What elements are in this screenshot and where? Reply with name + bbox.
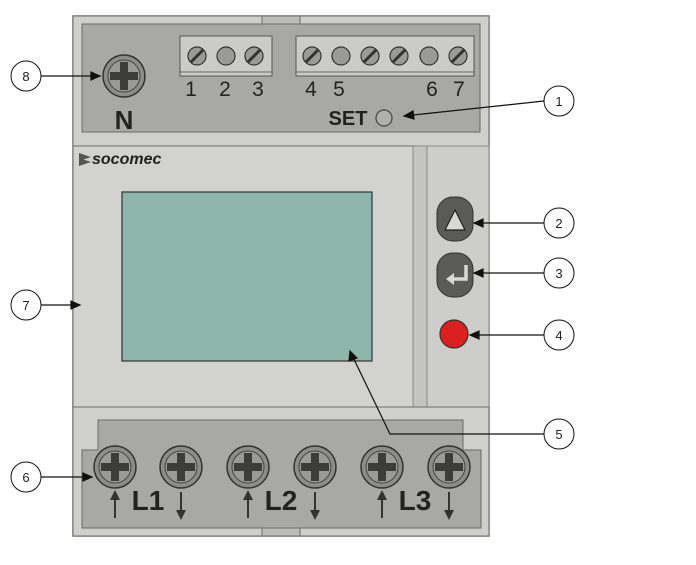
terminal-label-7: 7 xyxy=(453,78,465,101)
callout-7: 7 xyxy=(10,289,42,321)
terminal-hole-2 xyxy=(216,46,236,66)
up-button[interactable] xyxy=(436,196,474,242)
arrow-up-icon xyxy=(377,490,387,518)
neutral-screw-icon xyxy=(102,54,146,98)
phase-screw-5-icon xyxy=(360,445,404,489)
leader-line-5 xyxy=(349,350,544,435)
terminal-label-1: 1 xyxy=(185,78,197,101)
enter-arrow-icon xyxy=(446,265,468,285)
terminal-hole-5 xyxy=(331,46,351,66)
leader-line-1 xyxy=(403,100,545,117)
brand-name: socomec xyxy=(92,151,161,168)
callout-4: 4 xyxy=(543,319,575,351)
svg-text:7: 7 xyxy=(22,298,29,313)
terminal-hole-6 xyxy=(419,46,439,66)
terminal-label-4: 4 xyxy=(305,78,317,101)
phase-screw-1-icon xyxy=(93,445,137,489)
phase-screw-6-icon xyxy=(427,445,471,489)
phase-screw-4-icon xyxy=(293,445,337,489)
terminal-screw-7 xyxy=(448,46,468,66)
bottom-notch xyxy=(261,527,301,537)
terminal-screw-4 xyxy=(302,46,322,66)
callout-8: 8 xyxy=(10,60,42,92)
terminal-label-2: 2 xyxy=(219,78,231,101)
phase-screw-3-icon xyxy=(226,445,270,489)
set-button[interactable] xyxy=(375,109,393,127)
brand-logo-icon xyxy=(79,153,91,166)
indicator-led xyxy=(439,319,469,349)
phase-screw-2-icon xyxy=(159,445,203,489)
svg-text:4: 4 xyxy=(555,328,562,343)
terminal-screw-1 xyxy=(187,46,207,66)
terminal-label-3: 3 xyxy=(252,78,264,101)
triangle-up-icon xyxy=(444,208,466,231)
callout-1: 1 xyxy=(543,85,575,117)
terminal-screw-5c xyxy=(389,46,409,66)
callout-6: 6 xyxy=(10,461,42,493)
callout-2: 2 xyxy=(543,207,575,239)
svg-text:2: 2 xyxy=(555,216,562,231)
svg-text:1: 1 xyxy=(555,94,562,109)
phase-label-l3: L3 xyxy=(399,485,432,516)
arrow-up-icon xyxy=(110,490,120,518)
display-screen xyxy=(121,191,373,362)
enter-button[interactable] xyxy=(436,252,474,298)
terminal-screw-5b xyxy=(360,46,380,66)
terminal-strip-b xyxy=(295,35,475,77)
svg-text:5: 5 xyxy=(555,427,562,442)
svg-text:3: 3 xyxy=(555,266,562,281)
terminal-label-6: 6 xyxy=(426,78,438,101)
terminal-label-5: 5 xyxy=(333,78,345,101)
button-rail xyxy=(412,145,428,408)
arrow-down-icon xyxy=(310,492,320,520)
phase-label-l2: L2 xyxy=(265,485,298,516)
phase-label-l1: L1 xyxy=(132,485,165,516)
set-label: SET xyxy=(329,108,368,130)
arrow-down-icon xyxy=(444,492,454,520)
terminal-screw-3 xyxy=(244,46,264,66)
callout-5: 5 xyxy=(543,418,575,450)
callout-3: 3 xyxy=(543,257,575,289)
arrow-up-icon xyxy=(243,490,253,518)
neutral-label: N xyxy=(115,105,134,135)
svg-text:6: 6 xyxy=(22,470,29,485)
arrow-down-icon xyxy=(176,492,186,520)
top-notch xyxy=(261,15,301,25)
svg-text:8: 8 xyxy=(22,69,29,84)
